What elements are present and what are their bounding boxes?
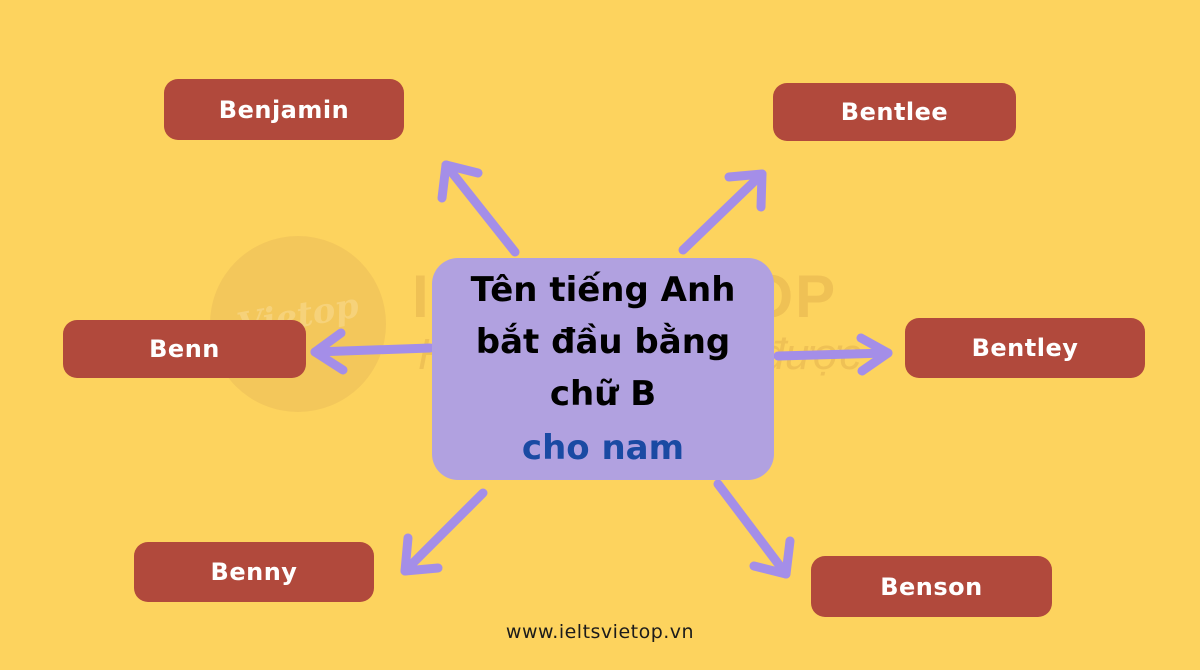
name-node-benn: Benn [63, 320, 306, 378]
center-topic-line-1: Tên tiếng Anh [470, 270, 736, 310]
name-node-label: Benn [149, 335, 220, 363]
name-node-benny: Benny [134, 542, 374, 602]
name-node-label: Bentley [971, 334, 1079, 362]
name-node-benson: Benson [811, 556, 1052, 617]
center-topic-line-3: chữ B [549, 374, 657, 414]
arrow-to-benjamin [437, 160, 520, 257]
name-node-label: Bentlee [840, 98, 949, 126]
name-node-bentlee: Bentlee [773, 83, 1016, 141]
center-topic-accent-line: cho nam [521, 428, 685, 468]
center-topic-line-2: bắt đầu bằng [475, 322, 731, 362]
arrow-to-bentley [773, 333, 893, 376]
center-topic-node: Tên tiếng Anh bắt đầu bằng chữ B cho nam [432, 258, 774, 480]
name-node-bentley: Bentley [905, 318, 1145, 378]
arrow-to-benny [400, 488, 488, 576]
name-node-benjamin: Benjamin [164, 79, 404, 140]
arrow-to-benn [310, 328, 435, 375]
name-node-label: Benny [210, 558, 298, 586]
name-node-label: Benjamin [218, 95, 350, 124]
name-node-label: Benson [880, 572, 983, 601]
arrow-to-bentlee [678, 169, 767, 255]
arrow-to-benson [713, 479, 795, 579]
footer-website-url: www.ieltsvietop.vn [505, 621, 695, 643]
